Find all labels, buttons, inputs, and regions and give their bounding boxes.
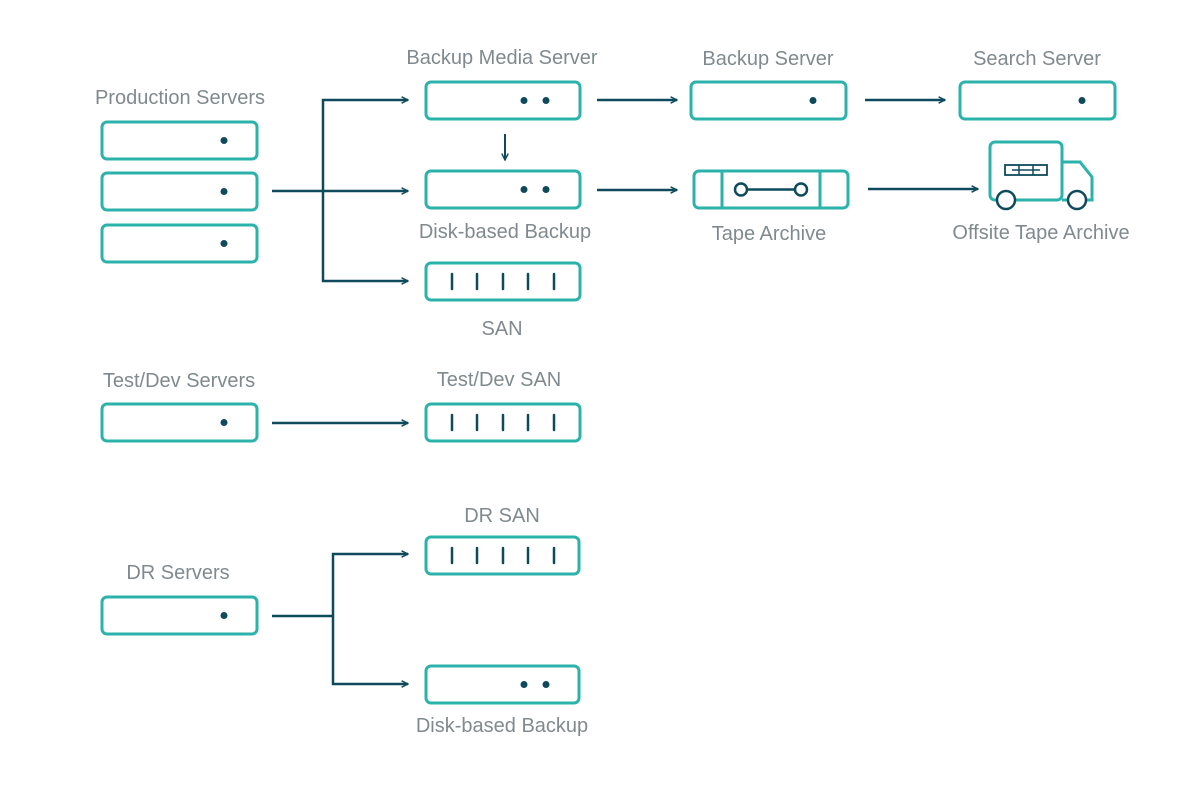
test-dev-san-node [424, 402, 582, 443]
edge-production-to-backup-media-server [321, 100, 408, 191]
edge-dr-to-dr-san [331, 554, 408, 616]
backup-server-node [689, 80, 848, 121]
edge-dr-to-disk-backup [331, 616, 408, 684]
tape-archive-label: Tape Archive [712, 223, 827, 245]
search-server-label: Search Server [973, 48, 1101, 70]
disk-based-backup-bottom-node [424, 664, 581, 705]
backup-media-server-label: Backup Media Server [406, 47, 598, 69]
search-server-node [958, 80, 1117, 121]
disk-based-backup-bottom-label: Disk-based Backup [416, 715, 588, 737]
production-server-3 [100, 223, 259, 264]
production-server-1 [100, 120, 259, 161]
test-dev-servers-label: Test/Dev Servers [103, 370, 255, 392]
dr-san-node [424, 535, 581, 576]
production-servers-label: Production Servers [95, 87, 265, 109]
disk-based-backup-top-label: Disk-based Backup [419, 221, 591, 243]
dr-san-label: DR SAN [464, 505, 540, 527]
offsite-tape-archive-label: Offsite Tape Archive [952, 222, 1129, 244]
edge-production-to-san [321, 191, 408, 281]
production-server-2 [100, 171, 259, 212]
backup-server-label: Backup Server [702, 48, 834, 70]
truck-icon [988, 140, 1094, 211]
backup-media-server-node [424, 80, 582, 121]
dr-servers-label: DR Servers [126, 562, 229, 584]
test-dev-san-label: Test/Dev SAN [437, 369, 561, 391]
san-node [424, 261, 582, 302]
san-label: SAN [481, 318, 522, 340]
tape-archive-node [692, 169, 850, 210]
test-dev-server-node [100, 402, 259, 443]
disk-based-backup-top-node [424, 169, 582, 210]
dr-server-node [100, 595, 259, 636]
